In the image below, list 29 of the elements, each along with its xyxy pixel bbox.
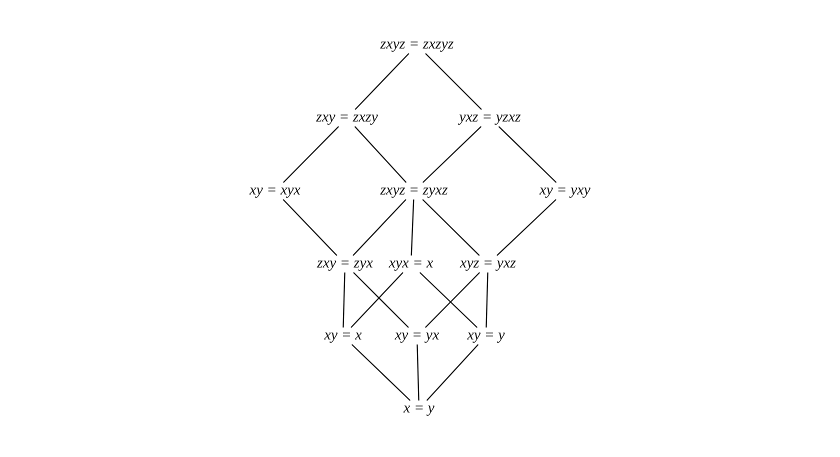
connector-line: [354, 126, 407, 183]
connector-line: [426, 344, 479, 401]
connector-line: [342, 272, 346, 328]
equation-label: xy = yxy: [538, 182, 592, 200]
connector-line: [282, 126, 340, 183]
connector-line: [425, 53, 482, 110]
connector-line: [416, 344, 420, 401]
equation-label: yxz = yzxz: [457, 110, 523, 126]
equation-label: xy = y: [465, 328, 507, 344]
connector-line: [282, 199, 338, 256]
connector-line: [352, 199, 406, 256]
connector-line: [422, 126, 482, 183]
connector-line: [351, 344, 411, 401]
connector-line: [496, 199, 556, 256]
connector-line: [498, 126, 557, 183]
equation-label: zxyz = zyxz: [378, 182, 450, 200]
equation-label: zxy = zxzy: [314, 110, 380, 126]
connector-line: [354, 53, 410, 110]
equation-label: xyx = x: [386, 256, 436, 272]
equation-label: xy = yx: [392, 328, 442, 344]
connector-line: [486, 272, 488, 328]
equation-label: xy = x: [322, 328, 364, 344]
equation-label: xy = xyx: [248, 182, 302, 200]
equation-label: x = y: [402, 400, 436, 418]
equation-label: zxy = zyx: [315, 256, 375, 272]
connector-line: [422, 199, 480, 256]
equation-label: zxyz = zxzyz: [378, 36, 456, 54]
equation-label: xyz = yxz: [458, 256, 518, 272]
connector-line: [410, 199, 414, 256]
